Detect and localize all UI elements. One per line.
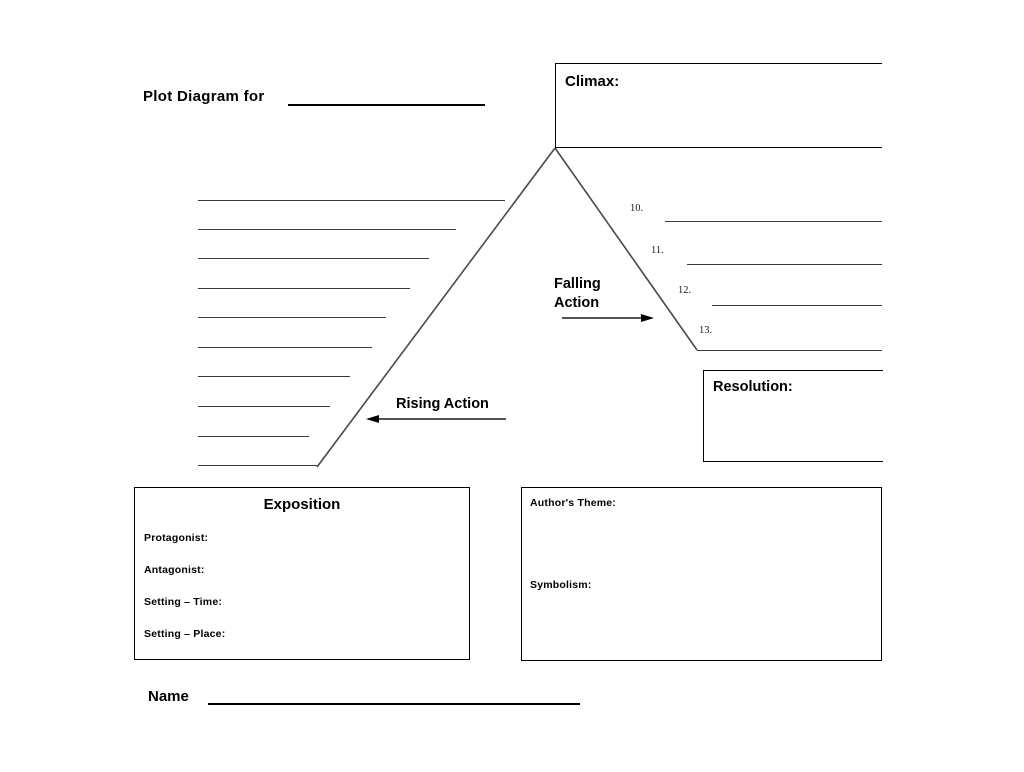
climax-box-top-edge bbox=[555, 63, 882, 64]
authors-theme-box[interactable]: Author's Theme: Symbolism: bbox=[521, 487, 882, 661]
falling-action-number-11: 11. bbox=[651, 245, 664, 256]
falling-action-label: Falling Action bbox=[554, 275, 601, 313]
name-blank-line[interactable] bbox=[208, 703, 580, 705]
falling-action-number-12: 12. bbox=[678, 285, 692, 296]
rising-action-line-5[interactable] bbox=[198, 317, 386, 318]
exposition-field-setting-time: Setting – Time: bbox=[144, 596, 223, 608]
falling-action-arrow bbox=[562, 314, 654, 322]
rising-action-slope bbox=[316, 147, 556, 468]
name-label: Name bbox=[148, 688, 189, 705]
climax-box-left-edge bbox=[555, 63, 556, 148]
falling-action-number-13: 13. bbox=[699, 325, 713, 336]
symbolism-field: Symbolism: bbox=[530, 579, 592, 591]
rising-action-arrow bbox=[366, 415, 506, 423]
exposition-field-antagonist: Antagonist: bbox=[144, 564, 205, 576]
rising-action-line-8[interactable] bbox=[198, 406, 330, 407]
resolution-label: Resolution: bbox=[713, 379, 793, 395]
authors-theme-field: Author's Theme: bbox=[530, 497, 617, 509]
rising-action-line-7[interactable] bbox=[198, 376, 350, 377]
climax-label: Climax: bbox=[565, 73, 620, 90]
page-title-text: Plot Diagram for bbox=[143, 88, 265, 105]
rising-action-line-1[interactable] bbox=[198, 200, 505, 201]
falling-action-slope bbox=[554, 147, 698, 351]
climax-box-bottom-edge bbox=[555, 147, 882, 148]
exposition-field-protagonist: Protagonist: bbox=[144, 532, 209, 544]
rising-action-line-6[interactable] bbox=[198, 347, 372, 348]
falling-action-line-10[interactable] bbox=[665, 221, 882, 222]
falling-action-line-12[interactable] bbox=[712, 305, 882, 306]
falling-action-line-11[interactable] bbox=[687, 264, 882, 265]
exposition-box[interactable]: Exposition Protagonist: Antagonist: Sett… bbox=[134, 487, 470, 660]
rising-action-line-9[interactable] bbox=[198, 436, 309, 437]
rising-action-line-10[interactable] bbox=[198, 465, 317, 466]
exposition-field-setting-place: Setting – Place: bbox=[144, 628, 226, 640]
falling-action-number-10: 10. bbox=[630, 203, 644, 214]
resolution-box[interactable]: Resolution: bbox=[703, 370, 883, 462]
rising-action-line-2[interactable] bbox=[198, 229, 456, 230]
falling-action-label-line1: Falling bbox=[554, 276, 601, 292]
page-title: Plot Diagram for bbox=[143, 88, 264, 105]
exposition-title: Exposition bbox=[263, 496, 341, 513]
rising-action-line-4[interactable] bbox=[198, 288, 410, 289]
title-blank-line[interactable] bbox=[288, 104, 485, 106]
rising-action-line-3[interactable] bbox=[198, 258, 429, 259]
rising-action-label: Rising Action bbox=[396, 396, 489, 412]
falling-action-line-13[interactable] bbox=[697, 350, 882, 351]
climax-box[interactable]: Climax: bbox=[555, 63, 882, 148]
falling-action-label-line2: Action bbox=[554, 295, 600, 311]
